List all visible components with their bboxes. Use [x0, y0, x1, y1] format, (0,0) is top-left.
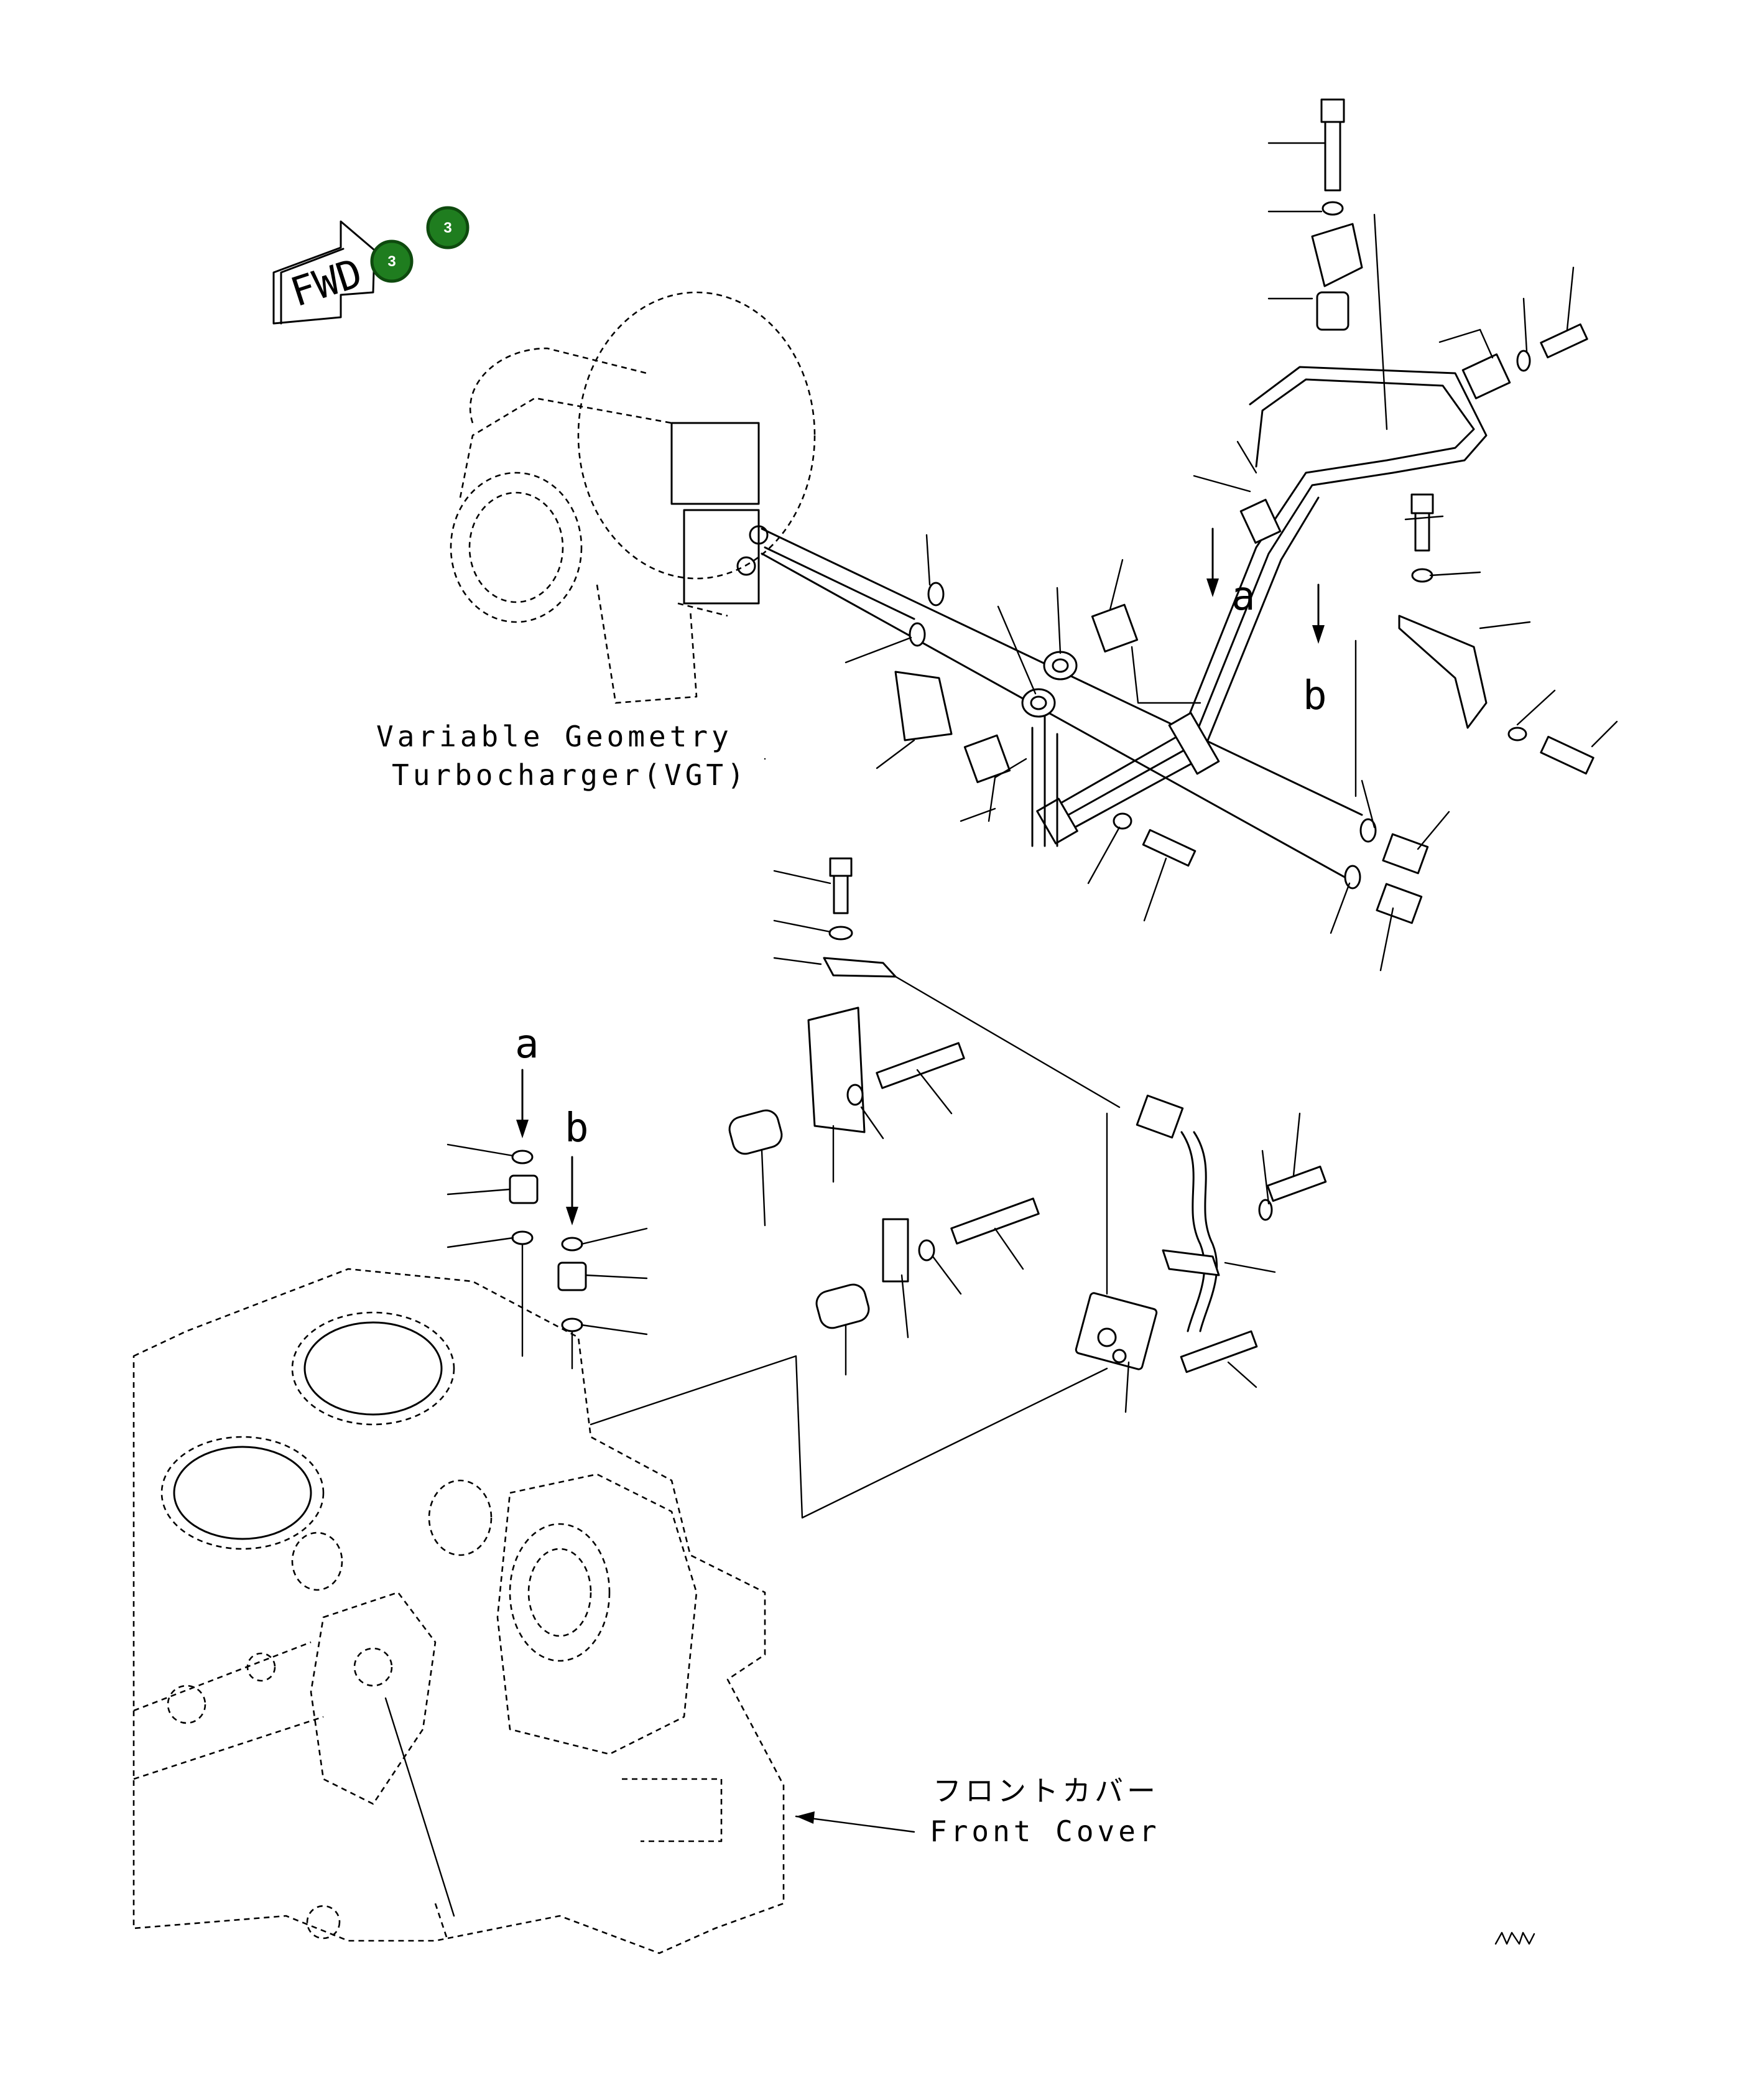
callout-marker-2-label: 3	[387, 253, 396, 270]
sensor-bracket-assembly	[728, 758, 1327, 1413]
view-b-label-bottom: b	[565, 1105, 589, 1151]
vgt-label-line1: Variable Geometry	[376, 720, 733, 753]
view-a-label-bottom: a	[515, 1021, 539, 1067]
callout-marker-2[interactable]: 3	[370, 239, 414, 283]
pipe-assembly	[761, 98, 1618, 972]
callout-marker-1-label: 3	[443, 220, 451, 236]
vgt-label-line2: Turbocharger(VGT)	[392, 758, 748, 792]
view-b-label-top: b	[1303, 673, 1327, 719]
front-cover-label-jp: フロントカバー	[933, 1774, 1159, 1808]
engine-block-drawing	[132, 1268, 785, 1954]
front-cover-label-en: Front Cover	[930, 1814, 1160, 1848]
fitting-group	[447, 1069, 1108, 1519]
callout-marker-1[interactable]: 3	[426, 206, 470, 249]
drawing-number-mark	[1494, 1931, 1535, 1945]
turbocharger-drawing	[450, 291, 816, 704]
fwd-arrow-icon: FWD	[272, 220, 376, 325]
fwd-label: FWD	[285, 250, 368, 316]
view-a-label-top: a	[1231, 574, 1256, 620]
